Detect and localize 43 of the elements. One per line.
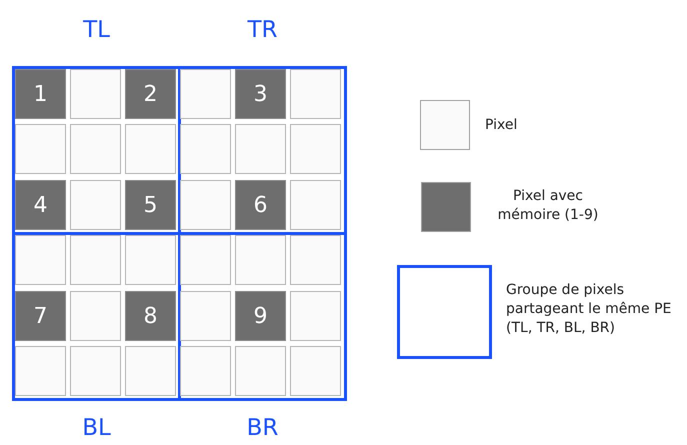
pixel bbox=[70, 180, 121, 230]
memory-pixel: 2 bbox=[125, 69, 176, 119]
legend-label: Groupe de pixels partageant le même PE (TL, TR, BL, BR) bbox=[506, 281, 672, 338]
pixel bbox=[15, 235, 66, 285]
legend-label: Pixel bbox=[485, 116, 518, 135]
memory-pixel: 4 bbox=[15, 180, 66, 230]
pixel bbox=[290, 291, 341, 341]
memory-pixel: 8 bbox=[125, 291, 176, 341]
memory-pixel: 1 bbox=[15, 69, 66, 119]
pixel bbox=[125, 235, 176, 285]
pixel bbox=[290, 235, 341, 285]
group-label: TR bbox=[246, 19, 279, 42]
pixel bbox=[70, 124, 121, 174]
pixel bbox=[180, 346, 231, 396]
group-label: TL bbox=[82, 19, 111, 42]
pixel bbox=[70, 69, 121, 119]
pixel bbox=[15, 346, 66, 396]
pixel bbox=[180, 291, 231, 341]
memory-pixel: 9 bbox=[235, 291, 286, 341]
pixel bbox=[125, 346, 176, 396]
pixel bbox=[70, 291, 121, 341]
pixel bbox=[70, 235, 121, 285]
pixel bbox=[180, 180, 231, 230]
group-label: BR bbox=[246, 417, 280, 440]
memory-pixel: 6 bbox=[235, 180, 286, 230]
pixel bbox=[290, 180, 341, 230]
pixel bbox=[235, 235, 286, 285]
pixel bbox=[235, 124, 286, 174]
pixel bbox=[180, 235, 231, 285]
pixel bbox=[180, 124, 231, 174]
pixel bbox=[290, 124, 341, 174]
pixel bbox=[15, 124, 66, 174]
legend-label: Pixel avec mémoire (1-9) bbox=[496, 187, 600, 225]
memory-pixel: 7 bbox=[15, 291, 66, 341]
pixel bbox=[125, 124, 176, 174]
memory-pixel: 5 bbox=[125, 180, 176, 230]
memory-pixel: 3 bbox=[235, 69, 286, 119]
group-label: BL bbox=[81, 417, 112, 440]
pixel bbox=[180, 69, 231, 119]
pixel bbox=[70, 346, 121, 396]
pixel bbox=[235, 346, 286, 396]
pixel bbox=[290, 346, 341, 396]
pixel bbox=[290, 69, 341, 119]
